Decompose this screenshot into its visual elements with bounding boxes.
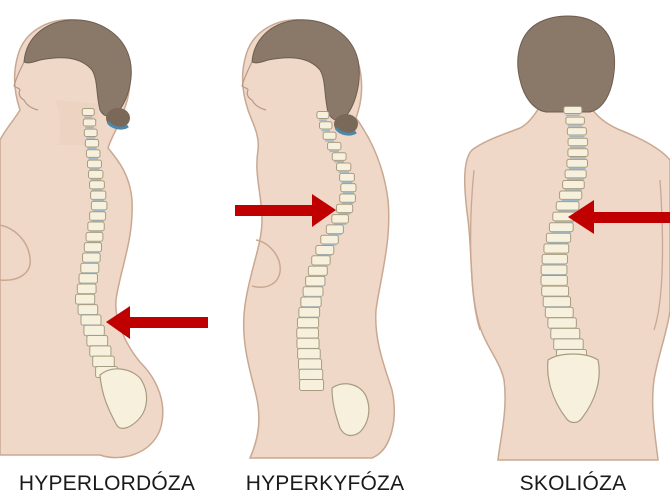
vertebra — [91, 201, 107, 209]
vertebra — [544, 244, 569, 253]
vertebra — [87, 336, 108, 347]
vertebra — [545, 307, 573, 317]
vertebra — [301, 297, 321, 307]
vertebra — [565, 170, 586, 178]
vertebra — [83, 119, 95, 126]
vertebra — [308, 266, 327, 275]
vertebra — [303, 287, 323, 297]
vertebra — [84, 243, 101, 252]
vertebra — [560, 191, 582, 199]
vertebra — [316, 246, 334, 255]
vertebra — [86, 232, 103, 241]
vertebra — [93, 356, 115, 367]
vertebra — [332, 215, 349, 224]
vertebra — [340, 194, 356, 202]
vertebra — [90, 212, 106, 221]
vertebra — [549, 223, 573, 232]
vertebra — [568, 138, 588, 146]
vertebra — [298, 359, 321, 370]
vertebra — [564, 107, 582, 114]
vertebra — [340, 173, 355, 181]
vertebra — [85, 139, 98, 146]
vertebra — [541, 265, 567, 275]
caption-hyperkyphosis: HYPERKYFÓZA — [246, 472, 405, 496]
vertebra — [77, 284, 96, 294]
vertebra — [81, 315, 101, 325]
vertebra — [567, 128, 586, 135]
vertebra — [326, 225, 343, 234]
vertebra — [300, 380, 324, 391]
vertebra — [297, 328, 319, 338]
vertebra — [328, 142, 341, 149]
vertebra — [76, 294, 95, 304]
vertebra — [84, 129, 97, 136]
vertebra — [542, 286, 569, 296]
vertebra — [551, 328, 580, 339]
vertebra — [299, 307, 320, 317]
vertebra — [84, 325, 104, 335]
figure-hyperlordosis — [0, 20, 208, 458]
vertebra — [88, 222, 104, 231]
vertebra — [83, 253, 101, 262]
vertebra — [541, 276, 567, 286]
vertebra — [91, 191, 106, 199]
vertebra — [337, 204, 353, 212]
vertebra — [320, 122, 332, 129]
vertebra — [90, 346, 111, 357]
vertebra — [298, 349, 321, 360]
vertebra — [563, 180, 585, 188]
body-silhouette — [243, 20, 395, 458]
figure-scoliosis — [465, 16, 670, 460]
vertebra — [546, 233, 570, 242]
vertebra — [568, 149, 588, 157]
caption-hyperlordosis: HYPERLORDÓZA — [19, 472, 195, 496]
figure-hyperkyphosis — [235, 20, 394, 458]
vertebra — [332, 153, 346, 161]
vertebra — [79, 274, 97, 284]
vertebra — [317, 112, 329, 119]
vertebra — [548, 318, 576, 328]
vertebra — [297, 318, 318, 328]
vertebra — [299, 369, 323, 380]
vertebra — [312, 256, 330, 265]
vertebra — [81, 263, 99, 272]
vertebra — [542, 254, 567, 263]
vertebra — [306, 276, 325, 285]
vertebra — [297, 338, 319, 348]
vertebra — [554, 339, 583, 350]
vertebra — [87, 160, 101, 168]
vertebra — [90, 181, 105, 189]
vertebra — [82, 109, 94, 116]
vertebra — [567, 159, 588, 167]
vertebra — [78, 305, 98, 315]
vertebra — [323, 132, 336, 139]
caption-scoliosis: SKOLIÓZA — [520, 472, 627, 496]
vertebra — [321, 235, 339, 244]
vertebra — [566, 117, 585, 124]
vertebra — [543, 297, 570, 307]
vertebra — [89, 170, 103, 178]
vertebra — [341, 184, 356, 192]
hair — [518, 16, 615, 112]
vertebra — [86, 150, 100, 158]
vertebra — [556, 202, 579, 211]
vertebra — [337, 163, 351, 171]
